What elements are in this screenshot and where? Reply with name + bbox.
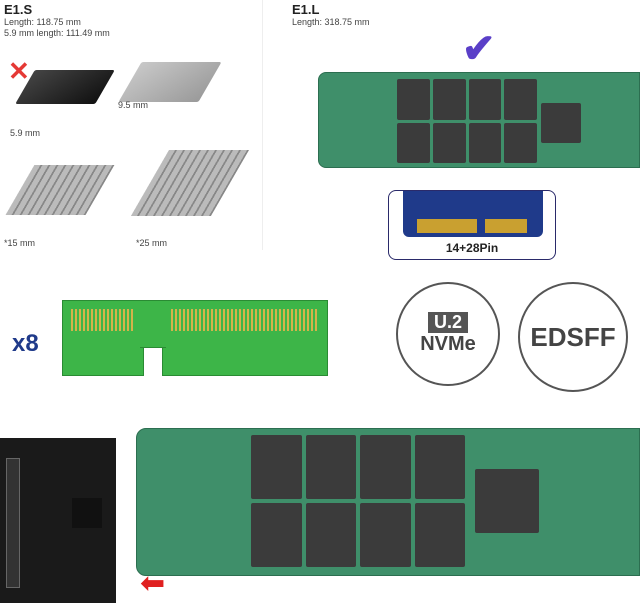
variant-label: *25 mm <box>136 238 168 248</box>
e1s-length-alt: 5.9 mm length: 111.49 mm <box>4 28 110 38</box>
controller-chip <box>541 103 581 143</box>
edsff-label: EDSFF <box>530 321 616 352</box>
ssd-15mm-image <box>5 165 115 215</box>
e1s-title: E1.S <box>4 2 33 17</box>
e1l-length: Length: 318.75 mm <box>292 17 370 27</box>
ssd-25mm-image <box>130 150 250 216</box>
nvme-label: NVMe <box>420 333 476 355</box>
pin-count-label: 14+28Pin <box>445 241 499 255</box>
e1s-section: E1.S Length: 118.75 mm 5.9 mm length: 11… <box>4 2 110 39</box>
variant-label: 9.5 mm <box>118 100 149 110</box>
edsff-badge: EDSFF <box>518 282 628 392</box>
checkmark-icon: ✔ <box>462 27 496 71</box>
u2-label: U.2 <box>427 312 468 333</box>
variant-label: *15 mm <box>4 238 36 248</box>
ssd-9-5mm-image <box>118 62 222 102</box>
controller-chip <box>475 469 539 533</box>
adapter-board <box>0 438 116 603</box>
edge-connector-right <box>162 300 328 376</box>
variant-label: 5.9 mm <box>10 128 41 138</box>
x-icon: ✕ <box>8 56 30 86</box>
connector-callout: 14+28Pin <box>388 190 556 260</box>
e1l-ssd-board <box>318 72 640 168</box>
e1l-section: E1.L Length: 318.75 mm <box>292 2 370 28</box>
u2-nvme-badge: U.2 NVMe <box>396 282 500 386</box>
e1s-length: Length: 118.75 mm <box>4 17 81 27</box>
e1l-title: E1.L <box>292 2 320 17</box>
ssd-5-9mm-image <box>15 70 115 104</box>
edge-connector-left <box>62 300 144 376</box>
lanes-label: x8 <box>12 330 39 357</box>
ssd-board <box>136 428 640 576</box>
arrow-left-icon: ⬅ <box>140 567 166 600</box>
divider <box>262 0 263 250</box>
